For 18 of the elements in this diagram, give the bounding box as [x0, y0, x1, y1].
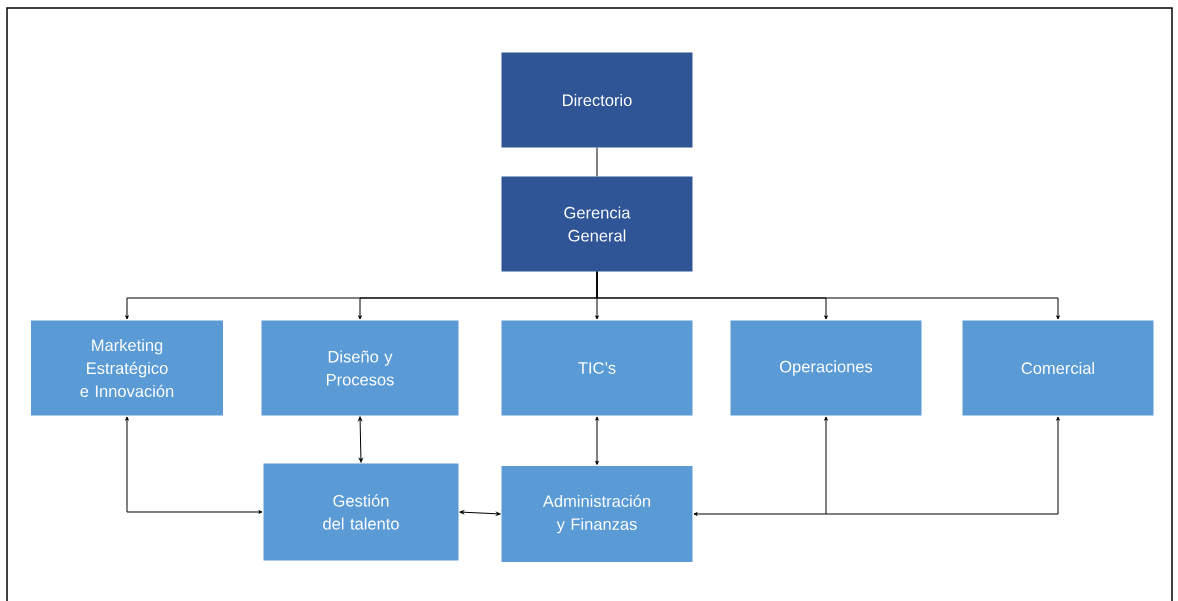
org-box: Marketing Estratégico e Innovación: [31, 320, 223, 416]
connector: [596, 147, 598, 177]
org-box: Gestión del talento: [263, 463, 459, 561]
connector: [125, 416, 263, 514]
org-box: Administración y Finanzas: [501, 466, 693, 562]
org-box: Directorio: [501, 52, 693, 148]
connector: [358, 416, 363, 463]
org-box: Operaciones: [730, 320, 922, 416]
org-box: TIC’s: [501, 320, 693, 416]
connector: [824, 416, 828, 515]
org-box: Diseño y Procesos: [261, 320, 459, 416]
connector: [595, 416, 599, 465]
connector: [693, 512, 827, 516]
connector: [825, 416, 1060, 515]
org-box: Comercial: [962, 320, 1154, 416]
connector: [459, 510, 501, 516]
connector: [596, 271, 1060, 320]
org-box: Gerencia General: [501, 176, 693, 272]
